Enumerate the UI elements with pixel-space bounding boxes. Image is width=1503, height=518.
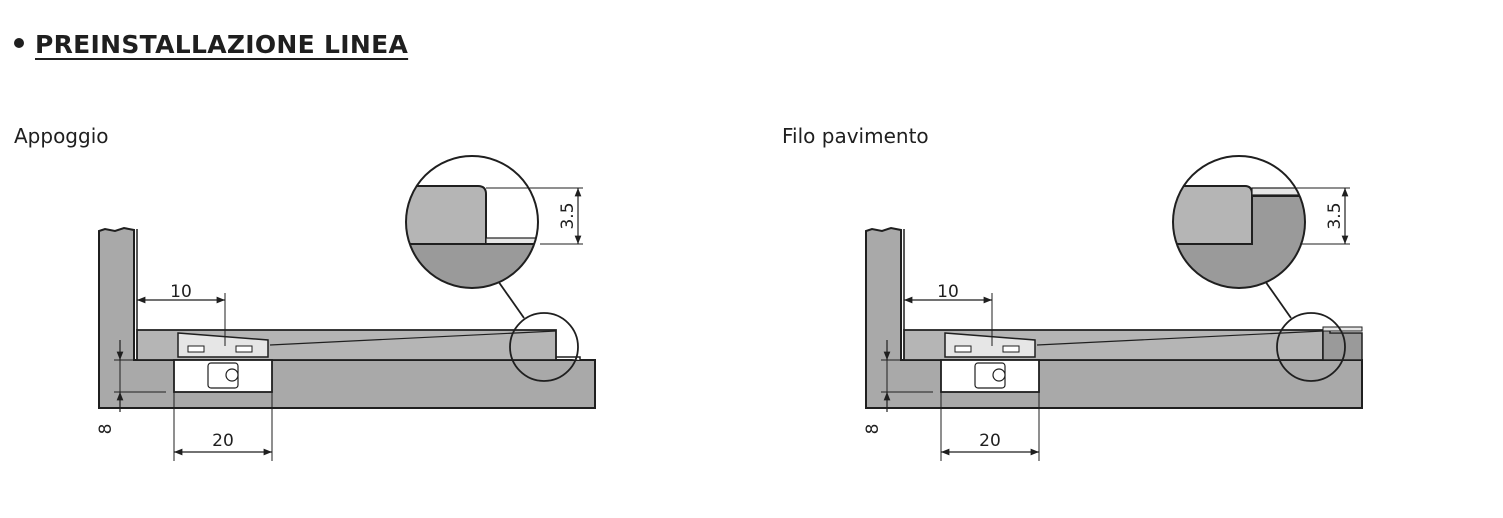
detail-zoom-appoggio xyxy=(406,156,538,288)
diagram-appoggio: 10 20 8 3.5 xyxy=(96,155,596,461)
diagram-filo-pavimento: 10 20 8 3.5 xyxy=(863,155,1363,461)
dimension-width-label: 10 xyxy=(170,282,192,302)
diagram-label-appoggio: Appoggio xyxy=(14,124,109,148)
dimension-gap-label: 20 xyxy=(979,431,1001,451)
dimension-gap-label: 20 xyxy=(212,431,234,451)
section-title: PREINSTALLAZIONE LINEA xyxy=(35,30,409,59)
detail-zoom-filo-pavimento xyxy=(1173,156,1305,288)
diagram-label-filo-pavimento: Filo pavimento xyxy=(782,124,929,148)
dimension-detail-label: 3.5 xyxy=(558,202,578,229)
bullet-icon xyxy=(14,38,24,48)
dimension-depth-label: 8 xyxy=(863,424,883,435)
dimension-depth-label: 8 xyxy=(96,424,116,435)
drain-body xyxy=(177,332,269,358)
drain-body xyxy=(944,332,1036,358)
dimension-detail-label: 3.5 xyxy=(1325,202,1345,229)
dimension-width-label: 10 xyxy=(937,282,959,302)
section-heading: PREINSTALLAZIONE LINEA xyxy=(14,30,408,59)
